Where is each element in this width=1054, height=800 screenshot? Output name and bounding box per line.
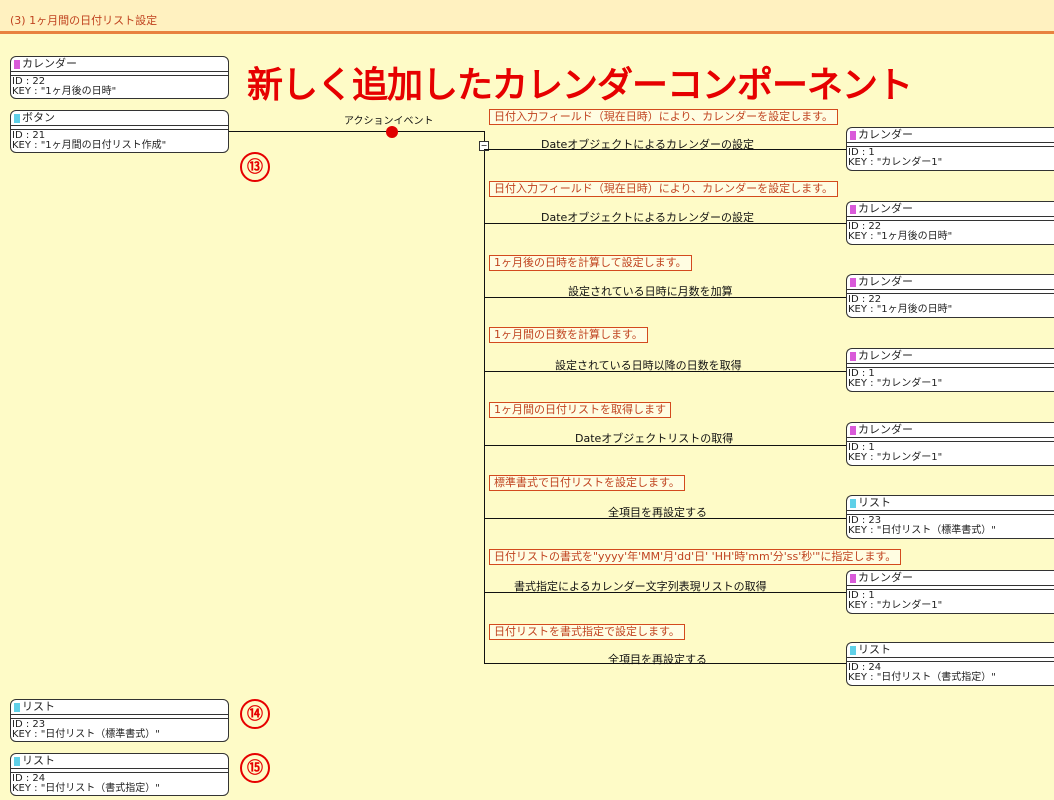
- section-title: (3) 1ヶ月間の日付リスト設定: [10, 14, 158, 27]
- step-method: 全項目を再設定する: [608, 653, 707, 666]
- component-id: ID : 23: [12, 719, 46, 730]
- step-method: 書式指定によるカレンダー文字列表現リストの取得: [514, 580, 767, 593]
- list-icon: [850, 498, 856, 508]
- component-id: ID : 21: [12, 130, 46, 141]
- event-trunk: [484, 131, 485, 663]
- calendar-icon: [850, 130, 856, 140]
- component-key: KEY : "日付リスト（書式指定）": [12, 783, 160, 794]
- step-comment: 日付リストを書式指定で設定します。: [489, 624, 685, 640]
- calendar-icon: [850, 204, 856, 214]
- step-connector: [484, 371, 846, 372]
- step-comment: 1ヶ月間の日数を計算します。: [489, 327, 648, 343]
- step-connector: [484, 592, 846, 593]
- step-connector: [484, 297, 846, 298]
- step-method: Dateオブジェクトリストの取得: [575, 432, 734, 445]
- section-header: (3) 1ヶ月間の日付リスト設定: [0, 0, 1054, 33]
- list-icon: [14, 756, 20, 766]
- calendar-icon: [850, 573, 856, 583]
- marker-15: ⑮: [240, 753, 270, 783]
- action-event-dot[interactable]: [386, 126, 398, 138]
- marker-13: ⑬: [240, 152, 270, 182]
- component-header: リスト: [11, 700, 228, 715]
- button-icon: [14, 113, 20, 123]
- step-comment: 標準書式で日付リストを設定します。: [489, 475, 685, 491]
- step-comment: 日付入力フィールド（現在日時）により、カレンダーを設定します。: [489, 181, 839, 197]
- component-header: リスト: [11, 754, 228, 769]
- step-comment: 日付入力フィールド（現在日時）により、カレンダーを設定します。: [489, 109, 839, 125]
- step-connector: [484, 663, 846, 664]
- list-icon: [14, 702, 20, 712]
- step-comment: 1ヶ月後の日時を計算して設定します。: [489, 255, 692, 271]
- component-key: KEY : "日付リスト（標準書式）": [12, 729, 160, 740]
- step-comment: 日付リストの書式を"yyyy'年'MM'月'dd'日' 'HH'時'mm'分's…: [489, 549, 902, 565]
- step-method: 設定されている日時に月数を加算: [568, 285, 733, 298]
- calendar-icon: [850, 425, 856, 435]
- component-header: カレンダー: [11, 57, 228, 72]
- step-method: 設定されている日時以降の日数を取得: [555, 359, 742, 372]
- component-id: ID : 24: [12, 773, 46, 784]
- calendar-icon: [850, 351, 856, 361]
- calendar-icon: [850, 277, 856, 287]
- component-key: KEY : "1ヶ月間の日付リスト作成": [12, 140, 167, 151]
- calendar-icon: [14, 59, 20, 69]
- step-connector: [484, 149, 846, 150]
- step-method: Dateオブジェクトによるカレンダーの設定: [541, 211, 754, 224]
- step-connector: [484, 518, 846, 519]
- event-label: アクションイベント: [344, 116, 434, 127]
- component-key: KEY : "1ヶ月後の日時": [12, 86, 117, 97]
- step-comment: 1ヶ月間の日付リストを取得します: [489, 402, 671, 418]
- header-divider: [0, 33, 1054, 34]
- step-method: 全項目を再設定する: [608, 506, 707, 519]
- event-connector: [229, 131, 484, 132]
- step-method: Dateオブジェクトによるカレンダーの設定: [541, 138, 754, 151]
- collapse-toggle[interactable]: −: [479, 141, 489, 151]
- headline-annotation: 新しく追加したカレンダーコンポーネント: [247, 65, 913, 106]
- marker-14: ⑭: [240, 699, 270, 729]
- step-connector: [484, 445, 846, 446]
- list-icon: [850, 645, 856, 655]
- step-connector: [484, 223, 846, 224]
- component-id: ID : 22: [12, 76, 46, 87]
- component-header: ボタン: [11, 111, 228, 126]
